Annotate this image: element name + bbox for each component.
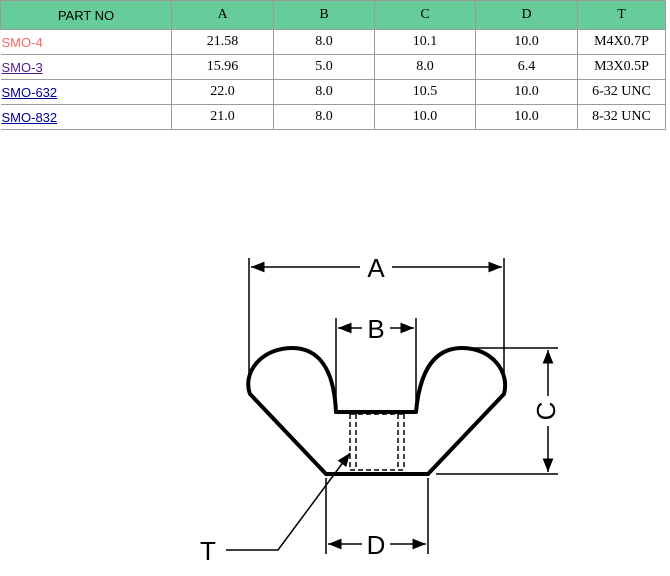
- cell-t: M3X0.5P: [577, 54, 666, 80]
- cell-t: M4X0.7P: [577, 29, 666, 55]
- cell-a: 21.0: [171, 104, 274, 130]
- cell-b: 8.0: [273, 29, 375, 55]
- part-link-smo-632[interactable]: SMO-632: [1, 84, 58, 100]
- part-link-smo-4[interactable]: SMO-4: [1, 34, 43, 50]
- label-d: D: [367, 530, 386, 560]
- spec-table: PART NO A B C D T SMO-4 21.58 8.0 10.1 1…: [0, 0, 666, 130]
- dimension-c: [436, 347, 558, 475]
- cell-a: 21.58: [171, 29, 274, 55]
- label-a: A: [367, 253, 385, 283]
- table-row: SMO-632 22.0 8.0 10.5 10.0 6-32 UNC: [0, 79, 666, 105]
- table-row: SMO-4 21.58 8.0 10.1 10.0 M4X0.7P: [0, 29, 666, 55]
- dimension-d: [325, 478, 429, 554]
- header-t: T: [577, 0, 666, 30]
- cell-d: 10.0: [475, 79, 578, 105]
- leader-t: [226, 452, 351, 551]
- label-c: C: [531, 402, 561, 421]
- cell-d: 10.0: [475, 104, 578, 130]
- cell-t: 6-32 UNC: [577, 79, 666, 105]
- dimension-b: [335, 318, 417, 408]
- header-d: D: [475, 0, 578, 30]
- cell-b: 8.0: [273, 79, 375, 105]
- table-header-row: PART NO A B C D T: [0, 0, 666, 30]
- dimension-a: [248, 258, 505, 384]
- cell-d: 6.4: [475, 54, 578, 80]
- header-c: C: [374, 0, 476, 30]
- cell-t: 8-32 UNC: [577, 104, 666, 130]
- header-part-no: PART NO: [0, 0, 172, 30]
- part-link-smo-832[interactable]: SMO-832: [1, 109, 58, 125]
- label-b: B: [367, 314, 384, 344]
- cell-b: 5.0: [273, 54, 375, 80]
- label-t: T: [200, 536, 216, 566]
- cell-c: 10.5: [374, 79, 476, 105]
- wing-nut-outline: [246, 346, 508, 476]
- table-row: SMO-832 21.0 8.0 10.0 10.0 8-32 UNC: [0, 104, 666, 130]
- cell-d: 10.0: [475, 29, 578, 55]
- cell-a: 22.0: [171, 79, 274, 105]
- cell-a: 15.96: [171, 54, 274, 80]
- thread-hidden-lines: [349, 413, 405, 471]
- table-row: SMO-3 15.96 5.0 8.0 6.4 M3X0.5P: [0, 54, 666, 80]
- header-b: B: [273, 0, 375, 30]
- part-cell: SMO-4: [0, 29, 172, 55]
- part-cell: SMO-3: [0, 54, 172, 80]
- cell-b: 8.0: [273, 104, 375, 130]
- part-link-smo-3[interactable]: SMO-3: [1, 59, 43, 75]
- part-cell: SMO-832: [0, 104, 172, 130]
- part-cell: SMO-632: [0, 79, 172, 105]
- cell-c: 10.0: [374, 104, 476, 130]
- cell-c: 10.1: [374, 29, 476, 55]
- cell-c: 8.0: [374, 54, 476, 80]
